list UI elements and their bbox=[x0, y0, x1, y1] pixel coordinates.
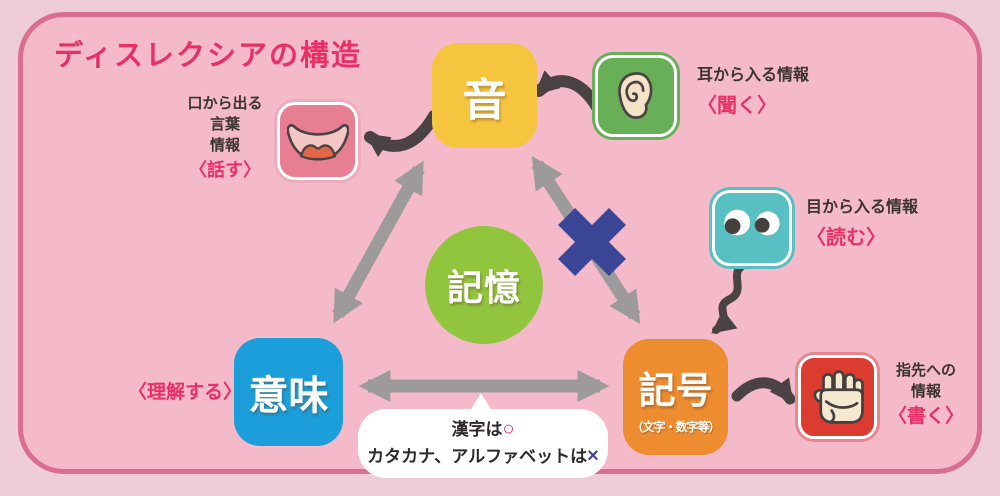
caption-hearing: 耳から入る情報 〈聞く〉 bbox=[697, 64, 809, 122]
mouth-icon-box bbox=[277, 102, 358, 180]
caption-speaking-line2: 言葉 bbox=[209, 116, 240, 133]
node-memory-label: 記憶 bbox=[446, 267, 521, 308]
arrow-symbol-to-hand bbox=[731, 377, 796, 405]
bubble-line1-text: 漢字は bbox=[451, 420, 503, 439]
caption-reading-action: 〈読む〉 bbox=[806, 226, 886, 249]
caption-writing-action: 〈書く〉 bbox=[887, 406, 964, 427]
page-title: ディスレクシアの構造 bbox=[54, 40, 362, 72]
node-meaning: 意味 bbox=[234, 338, 343, 446]
node-sound: 音 bbox=[432, 43, 537, 148]
hand-icon bbox=[813, 370, 864, 424]
mouth-icon bbox=[286, 123, 349, 161]
cross-ng-icon: × bbox=[587, 445, 599, 467]
caption-speaking-action: 〈話す〉 bbox=[189, 160, 261, 180]
caption-speaking: 口から出る 言葉 情報 〈話す〉 bbox=[177, 93, 273, 183]
bubble-line2-text: カタカナ、アルファベットは bbox=[367, 447, 588, 466]
ear-icon bbox=[618, 72, 653, 119]
caption-reading: 目から入る情報 〈読む〉 bbox=[806, 196, 918, 254]
caption-speaking-line3: 情報 bbox=[209, 137, 240, 154]
speech-bubble: 漢字は○ カタカナ、アルファベットは× bbox=[358, 409, 608, 478]
eyes-icon-box bbox=[712, 190, 792, 266]
arrow-eyes-to-symbol-wavy bbox=[711, 260, 750, 334]
arrow-ear-to-sound bbox=[533, 70, 603, 113]
caption-writing-line1: 指先への bbox=[895, 362, 956, 379]
hand-icon-box bbox=[798, 355, 877, 439]
caption-understanding: 〈理解する〉 bbox=[128, 378, 243, 407]
caption-reading-text: 目から入る情報 bbox=[806, 199, 919, 216]
caption-understanding-action: 〈理解する〉 bbox=[128, 382, 243, 403]
caption-hearing-text: 耳から入る情報 bbox=[697, 67, 810, 84]
ear-icon-box bbox=[595, 55, 677, 137]
node-memory: 記憶 bbox=[425, 226, 543, 344]
arrow-sound-to-mouth bbox=[364, 110, 440, 158]
eyes-icon bbox=[724, 209, 780, 236]
caption-writing-line2: 情報 bbox=[910, 383, 941, 400]
node-sound-label: 音 bbox=[462, 75, 507, 125]
caption-writing: 指先への 情報 〈書く〉 bbox=[880, 360, 972, 431]
blocked-cross-icon bbox=[558, 208, 626, 276]
caption-hearing-action: 〈聞く〉 bbox=[697, 94, 777, 117]
node-meaning-label: 意味 bbox=[248, 374, 329, 418]
node-symbol-sublabel: （文字・数字等） bbox=[631, 419, 720, 434]
caption-speaking-line1: 口から出る bbox=[187, 95, 263, 112]
node-symbol-label: 記号 bbox=[638, 369, 713, 411]
arrow-sound-meaning bbox=[332, 160, 425, 324]
node-symbol: 記号 （文字・数字等） bbox=[623, 339, 728, 455]
circle-ok-icon: ○ bbox=[502, 418, 515, 440]
